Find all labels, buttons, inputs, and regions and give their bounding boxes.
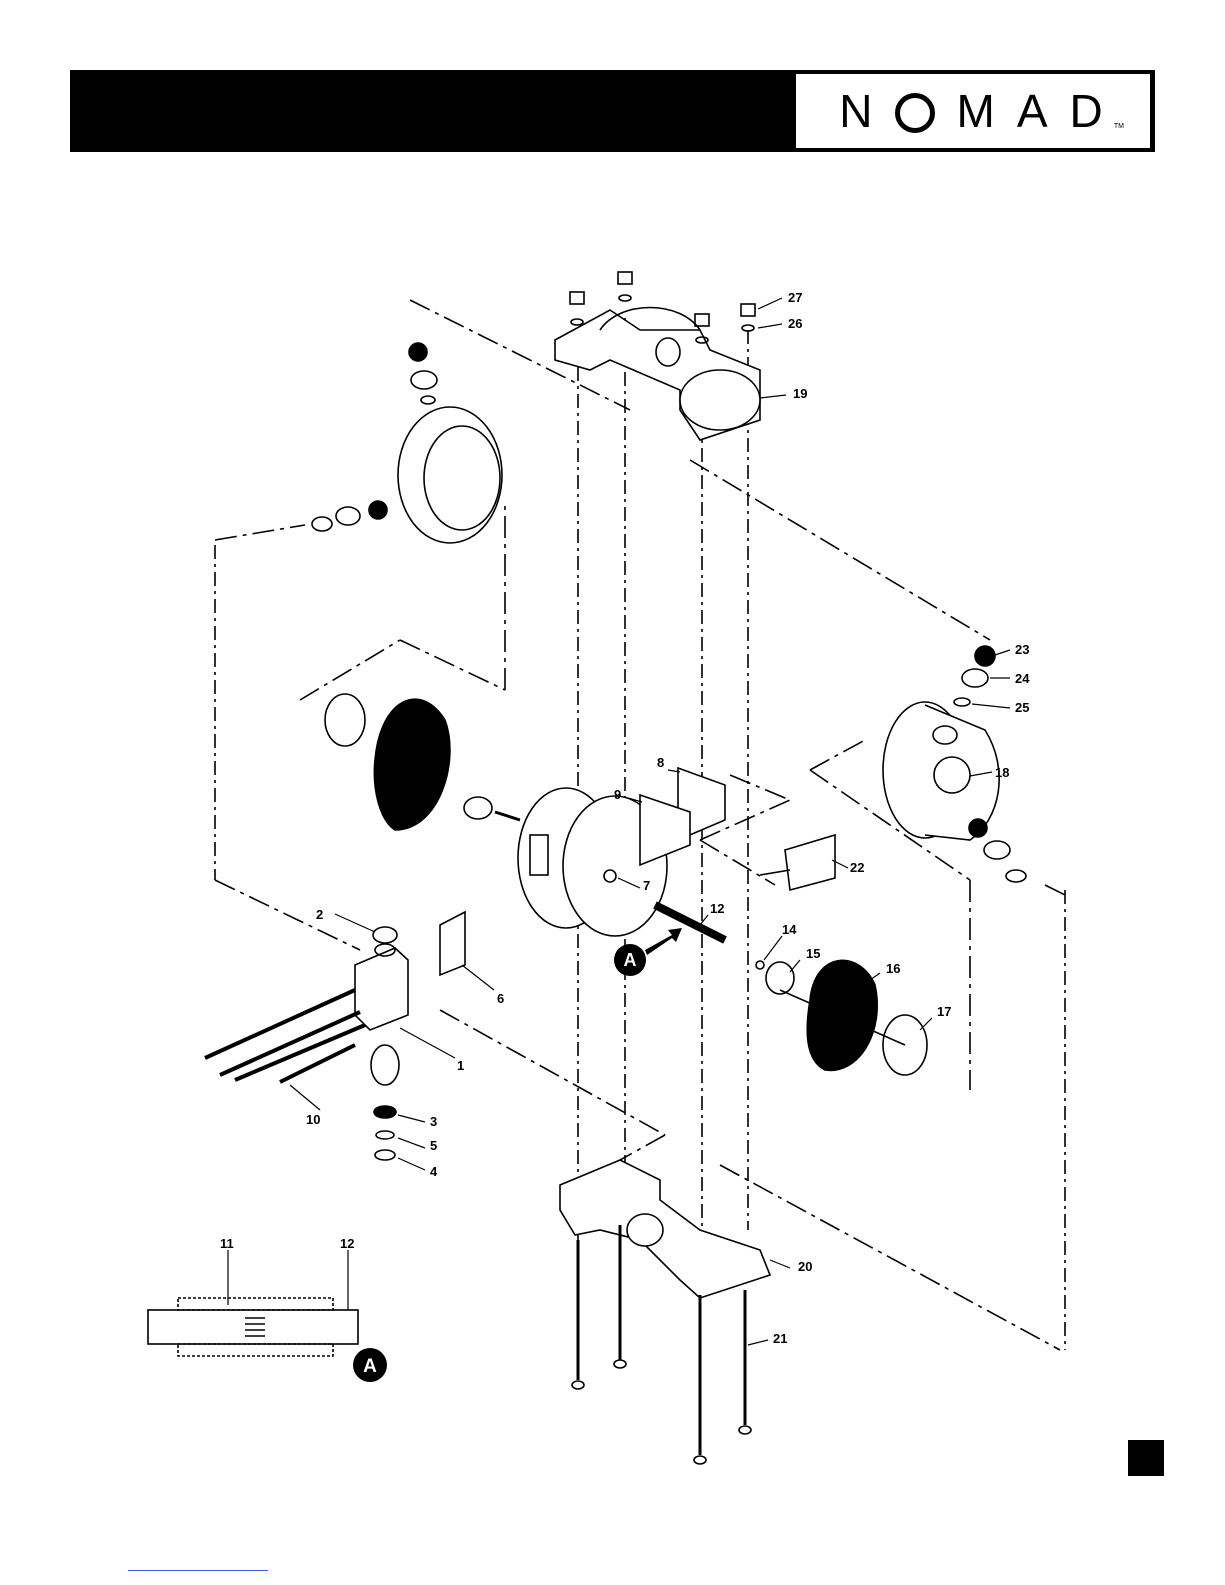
- left-outer-chamber: [312, 343, 502, 543]
- callout-8: 8: [657, 755, 664, 770]
- callout-22: 22: [850, 860, 864, 875]
- callout-15: 15: [806, 946, 820, 961]
- callout-24: 24: [1015, 671, 1030, 686]
- top-manifold: [555, 308, 760, 441]
- detail-a-inset: [148, 1298, 358, 1356]
- callout-1: 1: [457, 1058, 464, 1073]
- callout-7: 7: [643, 878, 650, 893]
- bracket: [440, 912, 465, 975]
- callout-16: 16: [886, 961, 900, 976]
- footer-link-underline[interactable]: [128, 1570, 268, 1571]
- callout-2: 2: [316, 907, 323, 922]
- air-valve: [640, 768, 725, 865]
- callout-6: 6: [497, 991, 504, 1006]
- callout-5: 5: [430, 1138, 437, 1153]
- callout-3: 3: [430, 1114, 437, 1129]
- detail-a-inset-marker: A: [353, 1348, 387, 1382]
- detail-a-inset-marker-label: A: [363, 1356, 377, 1377]
- callout-18: 18: [995, 765, 1009, 780]
- callout-19: 19: [793, 386, 807, 401]
- callout-11: 11: [220, 1236, 234, 1251]
- page-tab: [1128, 1440, 1164, 1476]
- detail-a-marker-label: A: [624, 950, 637, 970]
- valve-body: [355, 927, 408, 1160]
- right-outer-chamber: [883, 646, 1026, 882]
- bottom-manifold: [560, 1160, 770, 1298]
- callout-4: 4: [430, 1164, 438, 1179]
- callout-12: 12: [710, 901, 724, 916]
- callout-27: 27: [788, 290, 802, 305]
- long-bolts: [205, 990, 365, 1082]
- callout-21: 21: [773, 1331, 787, 1346]
- right-diaphragm: [756, 960, 927, 1075]
- callout-26: 26: [788, 316, 802, 331]
- pilot-valve: [760, 835, 835, 890]
- callout-14: 14: [782, 922, 797, 937]
- callout-25: 25: [1015, 700, 1029, 715]
- callout-12-detail: 12: [340, 1236, 354, 1251]
- callout-10: 10: [306, 1112, 320, 1127]
- callout-23: 23: [1015, 642, 1029, 657]
- left-diaphragm: [325, 694, 520, 830]
- callout-17: 17: [937, 1004, 951, 1019]
- callout-9: 9: [614, 787, 621, 802]
- callout-20: 20: [798, 1259, 812, 1274]
